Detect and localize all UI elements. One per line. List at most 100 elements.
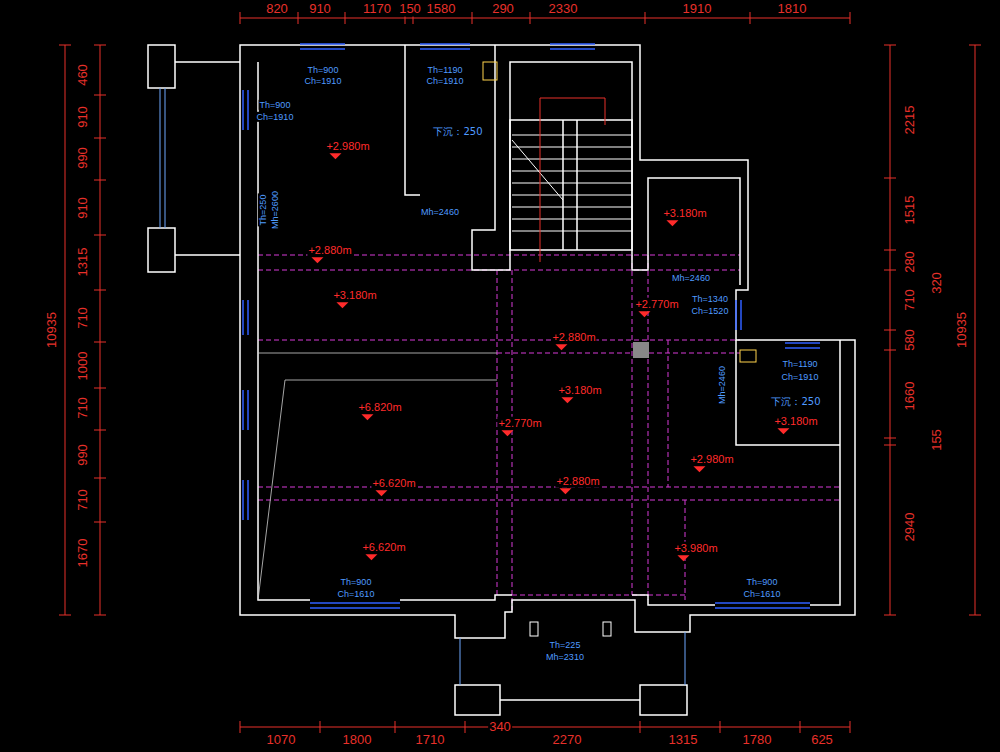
dimension-text: 990 xyxy=(76,146,91,170)
annotation-text: Th=225 xyxy=(549,640,582,650)
dimension-text: 2940 xyxy=(903,512,918,543)
dimension-text: 290 xyxy=(491,2,515,17)
elevation-text: +6.620m xyxy=(371,477,416,490)
right-dimension xyxy=(884,45,896,615)
annotation-text: Ch=1910 xyxy=(304,76,343,86)
dimension-text: 1170 xyxy=(362,2,392,17)
walls xyxy=(148,45,855,715)
elevation-text: +2.980m xyxy=(689,453,734,466)
annotation-text: Ch=1910 xyxy=(426,76,465,86)
dimension-text: 1000 xyxy=(76,351,91,382)
elevation-marker xyxy=(693,466,705,472)
elevation-text: +2.770m xyxy=(634,298,679,311)
annotation-text: Mh=2460 xyxy=(420,207,460,217)
dimension-text: 1070 xyxy=(266,733,297,748)
windows xyxy=(160,44,820,685)
dimension-text: 625 xyxy=(810,733,834,748)
fixture xyxy=(483,62,497,80)
door-post xyxy=(530,622,538,636)
dimension-text: 1780 xyxy=(742,733,773,748)
elevation-text: +2.770m xyxy=(497,417,542,430)
elevation-marker xyxy=(501,430,513,436)
dimension-text: 10935 xyxy=(955,311,970,349)
dimension-text: 1580 xyxy=(426,2,457,17)
porch-columns xyxy=(148,45,240,272)
door-post xyxy=(603,622,611,636)
annotation-text: Ch=1610 xyxy=(743,589,782,599)
elevation-text: +2.880m xyxy=(551,331,596,344)
front-porch xyxy=(455,685,687,715)
elevation-marker xyxy=(361,414,373,420)
dimension-text: 150 xyxy=(398,2,422,17)
dimension-text: 1810 xyxy=(777,2,808,17)
dimension-text: 10935 xyxy=(45,311,60,349)
dimension-text: 1800 xyxy=(342,733,373,748)
dimension-text: 710 xyxy=(76,396,91,420)
elevation-marker xyxy=(365,554,377,560)
dimension-text: 1710 xyxy=(415,733,446,748)
elevation-marker xyxy=(375,490,387,496)
inner-wall xyxy=(258,62,840,605)
dimension-text: 2330 xyxy=(548,2,579,17)
dimension-text: 280 xyxy=(903,250,918,274)
annotation-text: Mh=2310 xyxy=(545,652,585,662)
dimension-text: 910 xyxy=(76,105,91,129)
elevation-text: +6.820m xyxy=(357,401,402,414)
elevation-marker xyxy=(561,397,573,403)
dimension-text: 1910 xyxy=(682,2,713,17)
window-left xyxy=(243,90,248,520)
annotation-text: Mh=2460 xyxy=(717,365,727,405)
annotation-text: Th=1190 xyxy=(426,65,463,75)
elevation-marker xyxy=(336,302,348,308)
annotation-text: Th=250 xyxy=(258,194,268,227)
dimension-text: 1315 xyxy=(668,733,699,748)
elevation-marker xyxy=(677,555,689,561)
dimension-text: 1660 xyxy=(903,381,918,412)
elevation-marker xyxy=(555,344,567,350)
annotation-text: Th=900 xyxy=(340,577,373,587)
annotation-text: Ch=1910 xyxy=(781,372,820,382)
annotation-text: Th=1340 xyxy=(691,294,729,304)
partition-wall xyxy=(405,45,740,285)
elevation-text: +2.880m xyxy=(307,244,352,257)
elevation-marker xyxy=(638,311,650,317)
right-total-dimension xyxy=(969,45,981,615)
dimension-text: 155 xyxy=(930,428,945,452)
elevation-marker xyxy=(311,257,323,263)
annotation-text: Th=900 xyxy=(259,100,292,110)
stair-treads xyxy=(512,135,632,231)
elevation-text: +2.880m xyxy=(555,475,600,488)
elevation-text: +6.620m xyxy=(361,541,406,554)
annotation-text: 下沉：250 xyxy=(432,126,483,138)
beam-horizontal xyxy=(258,255,840,595)
left-total-dimension xyxy=(59,45,71,615)
annotation-text: Th=1190 xyxy=(781,359,818,369)
fixture xyxy=(740,350,756,362)
dimension-text: 910 xyxy=(308,2,332,17)
dimension-text: 710 xyxy=(76,488,91,512)
beam-vertical xyxy=(497,255,685,610)
bath-wall xyxy=(736,340,840,445)
annotation-text: Th=900 xyxy=(746,577,779,587)
annotation-text: Ch=1910 xyxy=(256,112,295,122)
dimension-text: 2215 xyxy=(903,105,918,136)
dimension-text: 460 xyxy=(76,63,91,87)
beam-lines xyxy=(258,255,840,610)
dimension-text: 320 xyxy=(930,271,945,295)
bottom-dimension xyxy=(240,721,850,733)
annotation-text: Mh=2600 xyxy=(270,190,280,230)
elevation-text: +3.980m xyxy=(673,542,718,555)
dimension-text: 710 xyxy=(903,288,918,312)
dimension-text: 820 xyxy=(265,2,289,17)
dimension-text: 910 xyxy=(76,196,91,220)
elevation-text: +3.180m xyxy=(773,415,818,428)
stair-arrow xyxy=(540,98,605,262)
elevation-text: +3.180m xyxy=(332,289,377,302)
room-outline xyxy=(258,353,497,600)
elevation-marker xyxy=(329,153,341,159)
annotation-text: Ch=1610 xyxy=(337,589,376,599)
elevation-text: +3.180m xyxy=(557,384,602,397)
